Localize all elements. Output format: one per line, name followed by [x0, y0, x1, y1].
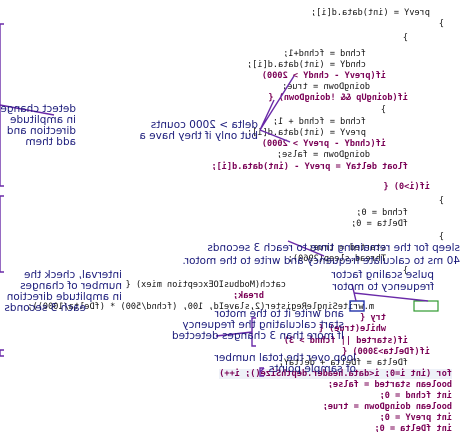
code-line-close-brace: } [438, 19, 444, 29]
code-line-close-brace: } [380, 105, 386, 115]
bracket-each3 [0, 349, 4, 357]
note-more-than-3: If more than 3 changes detected [171, 330, 344, 342]
code-line-close-brace: } [438, 196, 444, 206]
code-line-doingdown-true: doingDown = true; [282, 82, 370, 92]
code-line-fdelta-reset: fDelta = 0; [351, 219, 408, 229]
note-delta-counts: delta > 2000 counts but only if they hav… [139, 119, 258, 142]
code-line-prevy-assign: prevY = (int)data.d[i]; [247, 128, 366, 138]
note-each-3-seconds: each 3 seconds [4, 302, 86, 314]
code-line-float-deltay: float deltaY = prevY - (int)data.d[i]; [211, 162, 408, 172]
code-line-fchnd-increment: fchnd = fchnd + 1; [272, 117, 366, 127]
code-line-decl-prevy: int prevY = 0; [379, 413, 452, 423]
code-line-prevy-assign: prevY = (int)data.d[i]; [311, 8, 430, 18]
code-line-chndy-assign: chndY = (int)data.d[i]; [247, 60, 366, 70]
note-loop: loop over the total number of sample poi… [214, 352, 356, 375]
note-pulse-scaling: pulse scaling factor [331, 269, 434, 281]
code-line-fchnd-increment: fchnd = fchnd+1; [283, 49, 366, 59]
code-line-if-doingup: if(doingUp && !doingDown) { [268, 93, 408, 103]
code-line-if-chnd-minus-prev: if(chndY - prevY > 2000) [261, 139, 386, 149]
code-line-decl-doingdown: boolean doingDown = true; [322, 402, 452, 412]
highlight-1000 [413, 300, 439, 312]
code-line-decl-fchnd: int fchnd = 0; [379, 391, 452, 401]
note-forty-ms: 40 ms to calculate frequency and write t… [182, 255, 460, 267]
code-line-break: break; [232, 291, 264, 301]
code-line-fchnd-reset: fchnd = 0; [356, 208, 408, 218]
code-line-if-prev-minus-chnd: if(prevY - chndY > 2000) [261, 71, 386, 81]
note-sleep: sleep for the remaining time to reach 3 … [207, 242, 460, 254]
code-line-catch: catch(ModbusIOException miex) { [125, 280, 286, 290]
note-interval: interval, check the number of changes in… [6, 269, 122, 303]
code-line-decl-fdelta: int fDelta = 0; [374, 424, 452, 434]
note-detect-changes: detect changes in amplitude direction an… [0, 103, 76, 148]
code-line-doingdown-false: doingDown = false; [276, 150, 370, 160]
code-line-decl-started: boolean started = false; [327, 380, 452, 390]
note-frequency-to-motor: frequency to motor [332, 281, 434, 293]
code-line-if-i-positive: if(i>0) { [383, 182, 430, 192]
code-line-close-brace: } [438, 232, 444, 242]
code-line-try: try { [360, 313, 386, 323]
connector-frequency [353, 292, 429, 302]
code-line-close-brace: } [402, 33, 408, 43]
bracket-interval [0, 195, 4, 273]
